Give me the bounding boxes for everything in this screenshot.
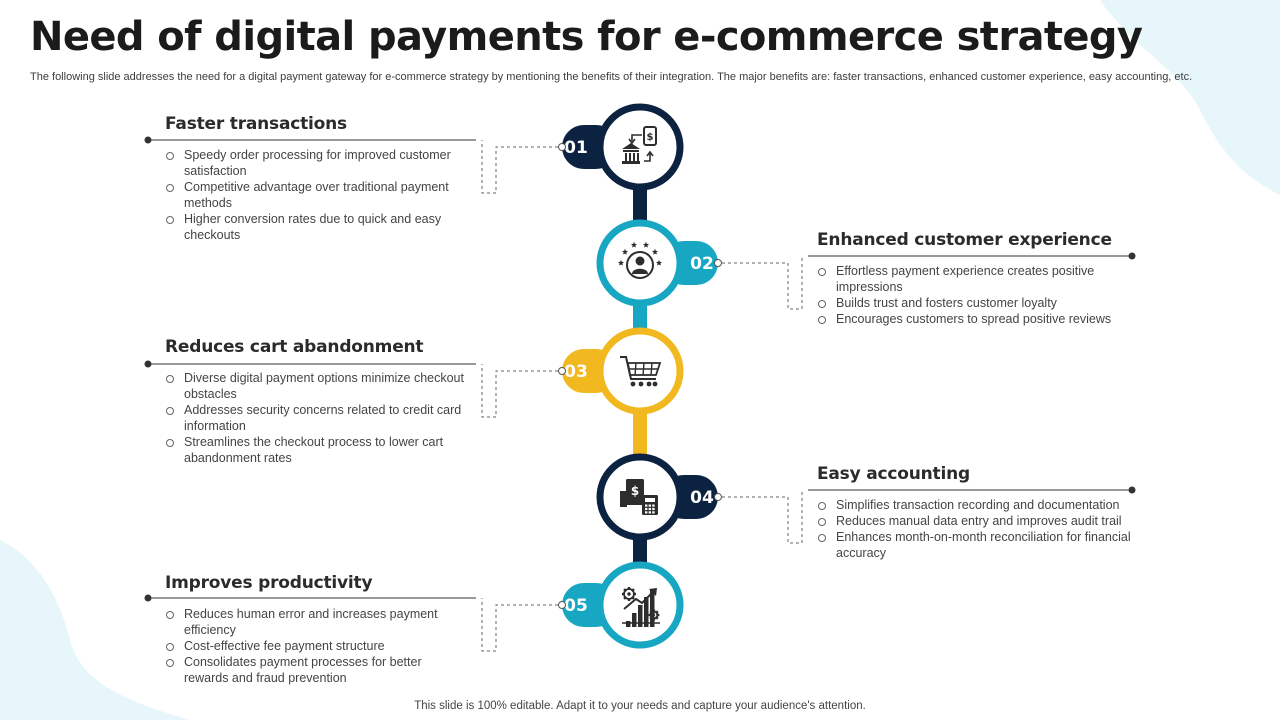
bullet-item: Speedy order processing for improved cus…	[165, 147, 465, 179]
section-title: Reduces cart abandonment	[165, 337, 424, 357]
step-number: 03	[564, 362, 588, 382]
bullet-list: Effortless payment experience creates po…	[817, 263, 1137, 327]
step-node-04: 04 $	[596, 453, 722, 541]
bullet-list: Simplifies transaction recording and doc…	[817, 497, 1152, 561]
section-faster-transactions: Faster transactions Speedy order process…	[165, 114, 465, 243]
bullet-item: Cost-effective fee payment structure	[165, 638, 465, 654]
timeline-stem	[633, 537, 647, 565]
bullet-item: Reduces human error and increases paymen…	[165, 606, 465, 638]
dashed-connector	[481, 598, 558, 652]
connector-dot	[558, 367, 566, 375]
bullet-item: Encourages customers to spread positive …	[817, 311, 1137, 327]
step-number: 04	[690, 488, 714, 508]
connector-dot	[558, 601, 566, 609]
step-number: 02	[690, 254, 714, 274]
svg-text:$: $	[647, 132, 654, 143]
page-title: Need of digital payments for e-commerce …	[30, 14, 1143, 60]
section-title: Faster transactions	[165, 114, 347, 134]
bullet-item: Enhances month-on-month reconciliation f…	[817, 529, 1152, 561]
section-title: Easy accounting	[817, 464, 970, 484]
step-ring	[596, 103, 684, 191]
dashed-connector	[722, 490, 803, 544]
shopping-cart-icon	[620, 356, 662, 387]
bank-mobile-transfer-icon: $	[622, 126, 657, 164]
bullet-list: Reduces human error and increases paymen…	[165, 606, 465, 686]
underline-end-dot	[144, 136, 152, 144]
bullet-item: Effortless payment experience creates po…	[817, 263, 1137, 295]
bullet-item: Consolidates payment processes for bette…	[165, 654, 465, 686]
customer-rating-stars-icon	[617, 241, 663, 279]
bullet-list: Speedy order processing for improved cus…	[165, 147, 465, 243]
growth-chart-gear-icon	[622, 587, 660, 627]
bullet-item: Competitive advantage over traditional p…	[165, 179, 465, 211]
underline-end-dot	[1128, 486, 1136, 494]
step-ring	[596, 327, 684, 415]
footer-note: This slide is 100% editable. Adapt it to…	[414, 700, 866, 712]
bullet-item: Builds trust and fosters customer loyalt…	[817, 295, 1137, 311]
dashed-connector	[481, 140, 558, 194]
step-number: 01	[564, 138, 588, 158]
section-title: Enhanced customer experience	[817, 230, 1112, 250]
section-improves-productivity: Improves productivity Reduces human erro…	[165, 573, 465, 686]
underline-end-dot	[144, 360, 152, 368]
bullet-item: Simplifies transaction recording and doc…	[817, 497, 1152, 513]
step-node-01: 01 $	[558, 103, 684, 191]
bullet-item: Addresses security concerns related to c…	[165, 402, 465, 434]
bullet-item: Higher conversion rates due to quick and…	[165, 211, 465, 243]
step-node-03: 03	[558, 327, 684, 415]
connector-dot	[714, 493, 722, 501]
section-reduces-cart-abandonment: Reduces cart abandonment Diverse digital…	[165, 337, 465, 466]
section-enhanced-customer-experience: Enhanced customer experience Effortless …	[817, 230, 1137, 327]
bullet-item: Reduces manual data entry and improves a…	[817, 513, 1152, 529]
underline-end-dot	[144, 594, 152, 602]
svg-text:$: $	[631, 484, 639, 498]
connector-dot	[714, 259, 722, 267]
bullet-item: Streamlines the checkout process to lowe…	[165, 434, 465, 466]
page-subtitle: The following slide addresses the need f…	[30, 71, 1193, 83]
bullet-item: Diverse digital payment options minimize…	[165, 370, 465, 402]
step-number: 05	[564, 596, 588, 616]
step-node-05: 05	[558, 561, 684, 649]
dashed-connector	[481, 364, 558, 418]
timeline-stem	[633, 303, 647, 331]
bullet-list: Diverse digital payment options minimize…	[165, 370, 465, 466]
dashed-connector	[722, 256, 803, 310]
section-title: Improves productivity	[165, 573, 373, 593]
step-node-02: 02	[596, 219, 722, 307]
underline-end-dot	[1128, 252, 1136, 260]
section-easy-accounting: Easy accounting Simplifies transaction r…	[817, 464, 1152, 561]
timeline-stem	[633, 411, 647, 457]
timeline-stem	[633, 187, 647, 223]
invoice-calculator-icon: $	[620, 479, 658, 515]
connector-dot	[558, 143, 566, 151]
